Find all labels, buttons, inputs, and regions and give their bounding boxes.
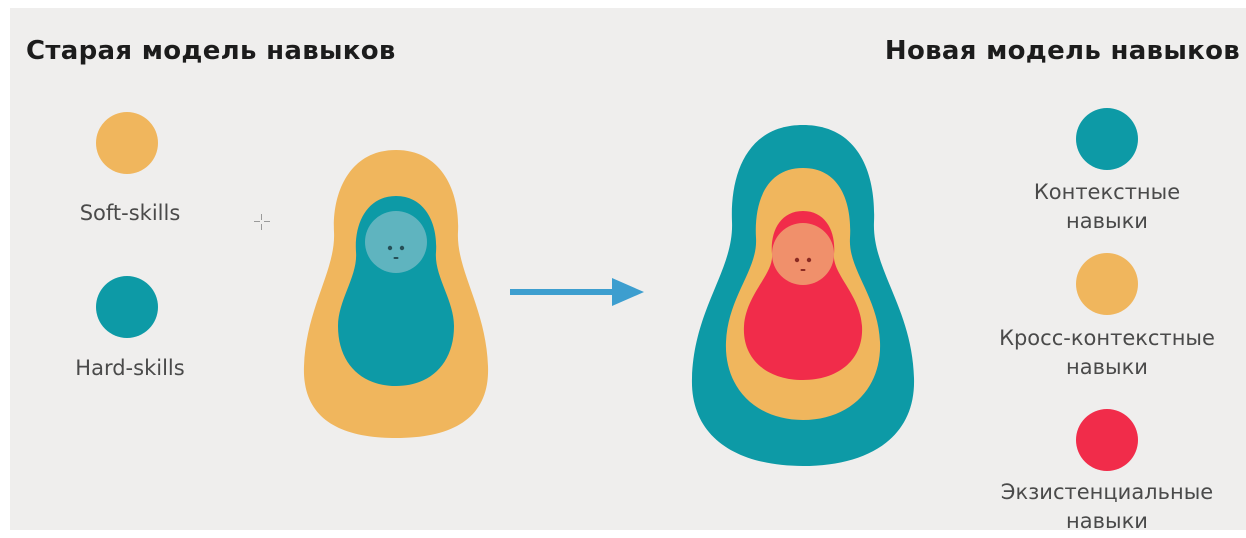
cross-contextual-skills-dot	[1076, 253, 1138, 315]
contextual-skills-label-line2: навыки	[977, 207, 1237, 236]
contextual-skills-label-line1: Контекстные	[977, 178, 1237, 207]
existential-skills-label-line2: навыки	[977, 507, 1237, 530]
contextual-skills-dot	[1076, 108, 1138, 170]
contextual-skills-label: Контекстные навыки	[977, 178, 1237, 235]
existential-skills-label-line1: Экзистенциальные	[977, 478, 1237, 507]
cross-contextual-skills-label-line1: Кросс-контекстные	[977, 324, 1237, 353]
existential-skills-label: Экзистенциальные навыки	[977, 478, 1237, 530]
new-matryoshka-face	[772, 223, 834, 285]
existential-skills-dot	[1076, 409, 1138, 471]
new-matryoshka	[10, 8, 1246, 530]
cross-contextual-skills-label-line2: навыки	[977, 353, 1237, 382]
cross-contextual-skills-label: Кросс-контекстные навыки	[977, 324, 1237, 381]
slide: Старая модель навыков Новая модель навык…	[10, 8, 1246, 530]
